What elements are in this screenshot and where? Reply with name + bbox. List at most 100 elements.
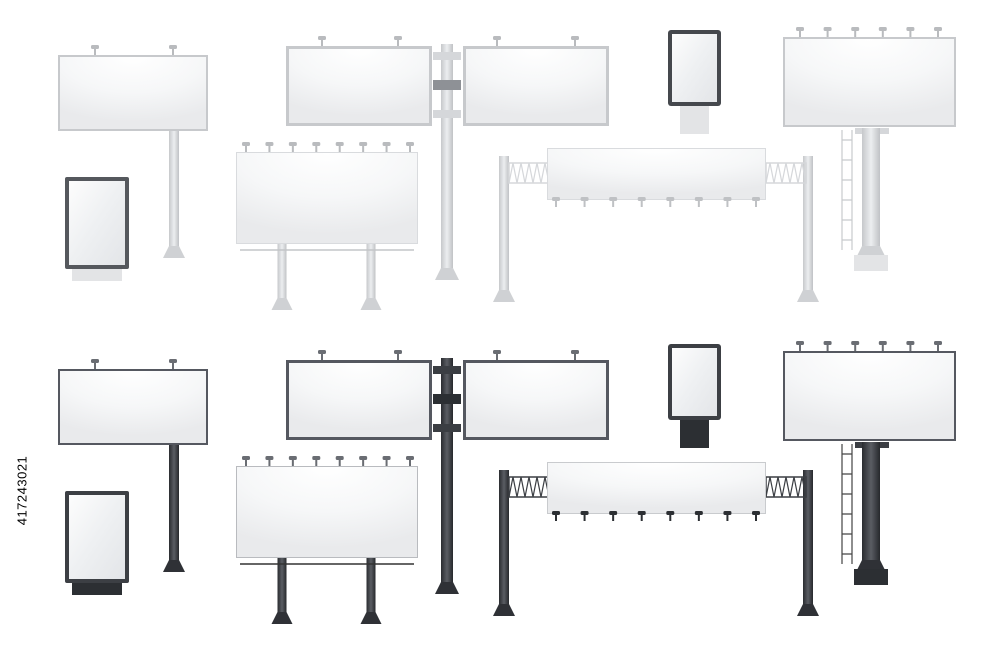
spotlight-arm bbox=[937, 344, 939, 351]
pole-base bbox=[360, 298, 382, 310]
single-pole-billboard-face bbox=[60, 371, 206, 443]
spotlight-arm bbox=[726, 514, 729, 521]
spotlight-lamp bbox=[796, 341, 804, 345]
spotlight-lamp bbox=[752, 197, 760, 201]
spotlight-arm bbox=[726, 200, 729, 207]
service-ladder bbox=[841, 130, 853, 250]
spotlight-arm bbox=[881, 344, 884, 351]
spotlight-arm bbox=[291, 459, 294, 466]
spotlight-lamp bbox=[934, 341, 942, 345]
gantry-billboard-face bbox=[548, 463, 765, 513]
support-pole bbox=[499, 156, 509, 302]
pole-base bbox=[360, 612, 382, 624]
spotlight-lamp bbox=[752, 511, 760, 515]
spotlight-lamp bbox=[359, 142, 368, 146]
spotlight-arm bbox=[826, 344, 829, 351]
spotlight-lamp bbox=[318, 350, 326, 354]
spotlight-lamp bbox=[242, 142, 250, 146]
spotlight-lamp bbox=[878, 341, 887, 345]
spotlight-lamp bbox=[382, 142, 391, 146]
spotlight-lamp bbox=[823, 27, 832, 31]
spotlight-lamp bbox=[694, 197, 703, 201]
light-row-group bbox=[58, 27, 956, 310]
spotlight-arm bbox=[612, 200, 615, 207]
spotlight-arm bbox=[755, 514, 757, 521]
spotlight-arm bbox=[268, 145, 271, 152]
double-billboard-right-face bbox=[466, 49, 606, 123]
spotlight-lamp bbox=[637, 511, 646, 515]
spotlight-lamp bbox=[169, 359, 177, 363]
spotlight-lamp bbox=[851, 27, 860, 31]
truss-lattice bbox=[508, 162, 550, 184]
citylight-base bbox=[72, 269, 122, 281]
spotlight-arm bbox=[909, 344, 912, 351]
spotlight-arm bbox=[315, 145, 318, 152]
spotlight-lamp bbox=[265, 142, 274, 146]
spotlight-arm bbox=[574, 353, 576, 360]
spotlight-lamp bbox=[242, 456, 250, 460]
spotlight-arm bbox=[574, 39, 576, 46]
spotlight-lamp bbox=[637, 197, 646, 201]
digital-screen-face bbox=[672, 34, 717, 102]
digital-screen-stand bbox=[680, 106, 709, 134]
spotlight-arm bbox=[881, 30, 884, 37]
spotlight-lamp bbox=[906, 27, 915, 31]
spotlight-arm bbox=[854, 344, 857, 351]
spotlight-arm bbox=[909, 30, 912, 37]
spotlight-lamp bbox=[91, 45, 99, 49]
spotlight-arm bbox=[937, 30, 939, 37]
citylight-screen bbox=[69, 181, 125, 265]
spotlight-lamp bbox=[823, 341, 832, 345]
digital-screen-stand bbox=[680, 420, 709, 448]
spotlight-arm bbox=[397, 39, 399, 46]
spotlight-arm bbox=[321, 39, 323, 46]
truss-lattice bbox=[765, 476, 807, 498]
support-pole bbox=[277, 558, 287, 624]
spotlight-arm bbox=[583, 514, 586, 521]
pole-base bbox=[163, 246, 185, 258]
double-billboard-left-face bbox=[289, 363, 429, 437]
double-billboard-left-face bbox=[289, 49, 429, 123]
spotlight-lamp bbox=[91, 359, 99, 363]
support-pole bbox=[803, 470, 813, 616]
bracket-top bbox=[433, 366, 461, 374]
spotlight-arm bbox=[755, 200, 757, 207]
pole-base bbox=[435, 268, 459, 280]
support-pole bbox=[366, 244, 376, 310]
spotlight-arm bbox=[799, 30, 801, 37]
column-plinth bbox=[854, 569, 888, 585]
spotlight-lamp bbox=[406, 142, 414, 146]
spotlight-lamp bbox=[359, 456, 368, 460]
spotlight-lamp bbox=[609, 197, 618, 201]
citylight-base bbox=[72, 583, 122, 595]
spotlight-lamp bbox=[906, 341, 915, 345]
bracket-mid bbox=[433, 80, 461, 90]
spotlight-lamp bbox=[571, 350, 579, 354]
spotlight-arm bbox=[409, 145, 411, 152]
spotlight-arm bbox=[799, 344, 801, 351]
spotlight-lamp bbox=[312, 142, 321, 146]
double-billboard-right-face bbox=[466, 363, 606, 437]
spotlight-arm bbox=[338, 145, 341, 152]
central-pole bbox=[441, 358, 453, 594]
two-leg-billboard-face bbox=[237, 153, 417, 243]
pole-base bbox=[797, 604, 819, 616]
support-pole bbox=[499, 470, 509, 616]
spotlight-lamp bbox=[288, 142, 297, 146]
spotlight-lamp bbox=[666, 511, 675, 515]
pole-base bbox=[493, 290, 515, 302]
spotlight-arm bbox=[612, 514, 615, 521]
spotlight-arm bbox=[172, 362, 174, 369]
spotlight-arm bbox=[321, 353, 323, 360]
spotlight-lamp bbox=[796, 27, 804, 31]
spotlight-arm bbox=[697, 200, 700, 207]
spotlight-lamp bbox=[493, 350, 501, 354]
spotlight-arm bbox=[94, 48, 96, 55]
spotlight-lamp bbox=[169, 45, 177, 49]
spotlight-arm bbox=[640, 200, 643, 207]
spotlight-lamp bbox=[723, 511, 732, 515]
spotlight-arm bbox=[338, 459, 341, 466]
spotlight-lamp bbox=[318, 36, 326, 40]
support-pole bbox=[366, 558, 376, 624]
spotlight-lamp bbox=[335, 456, 344, 460]
